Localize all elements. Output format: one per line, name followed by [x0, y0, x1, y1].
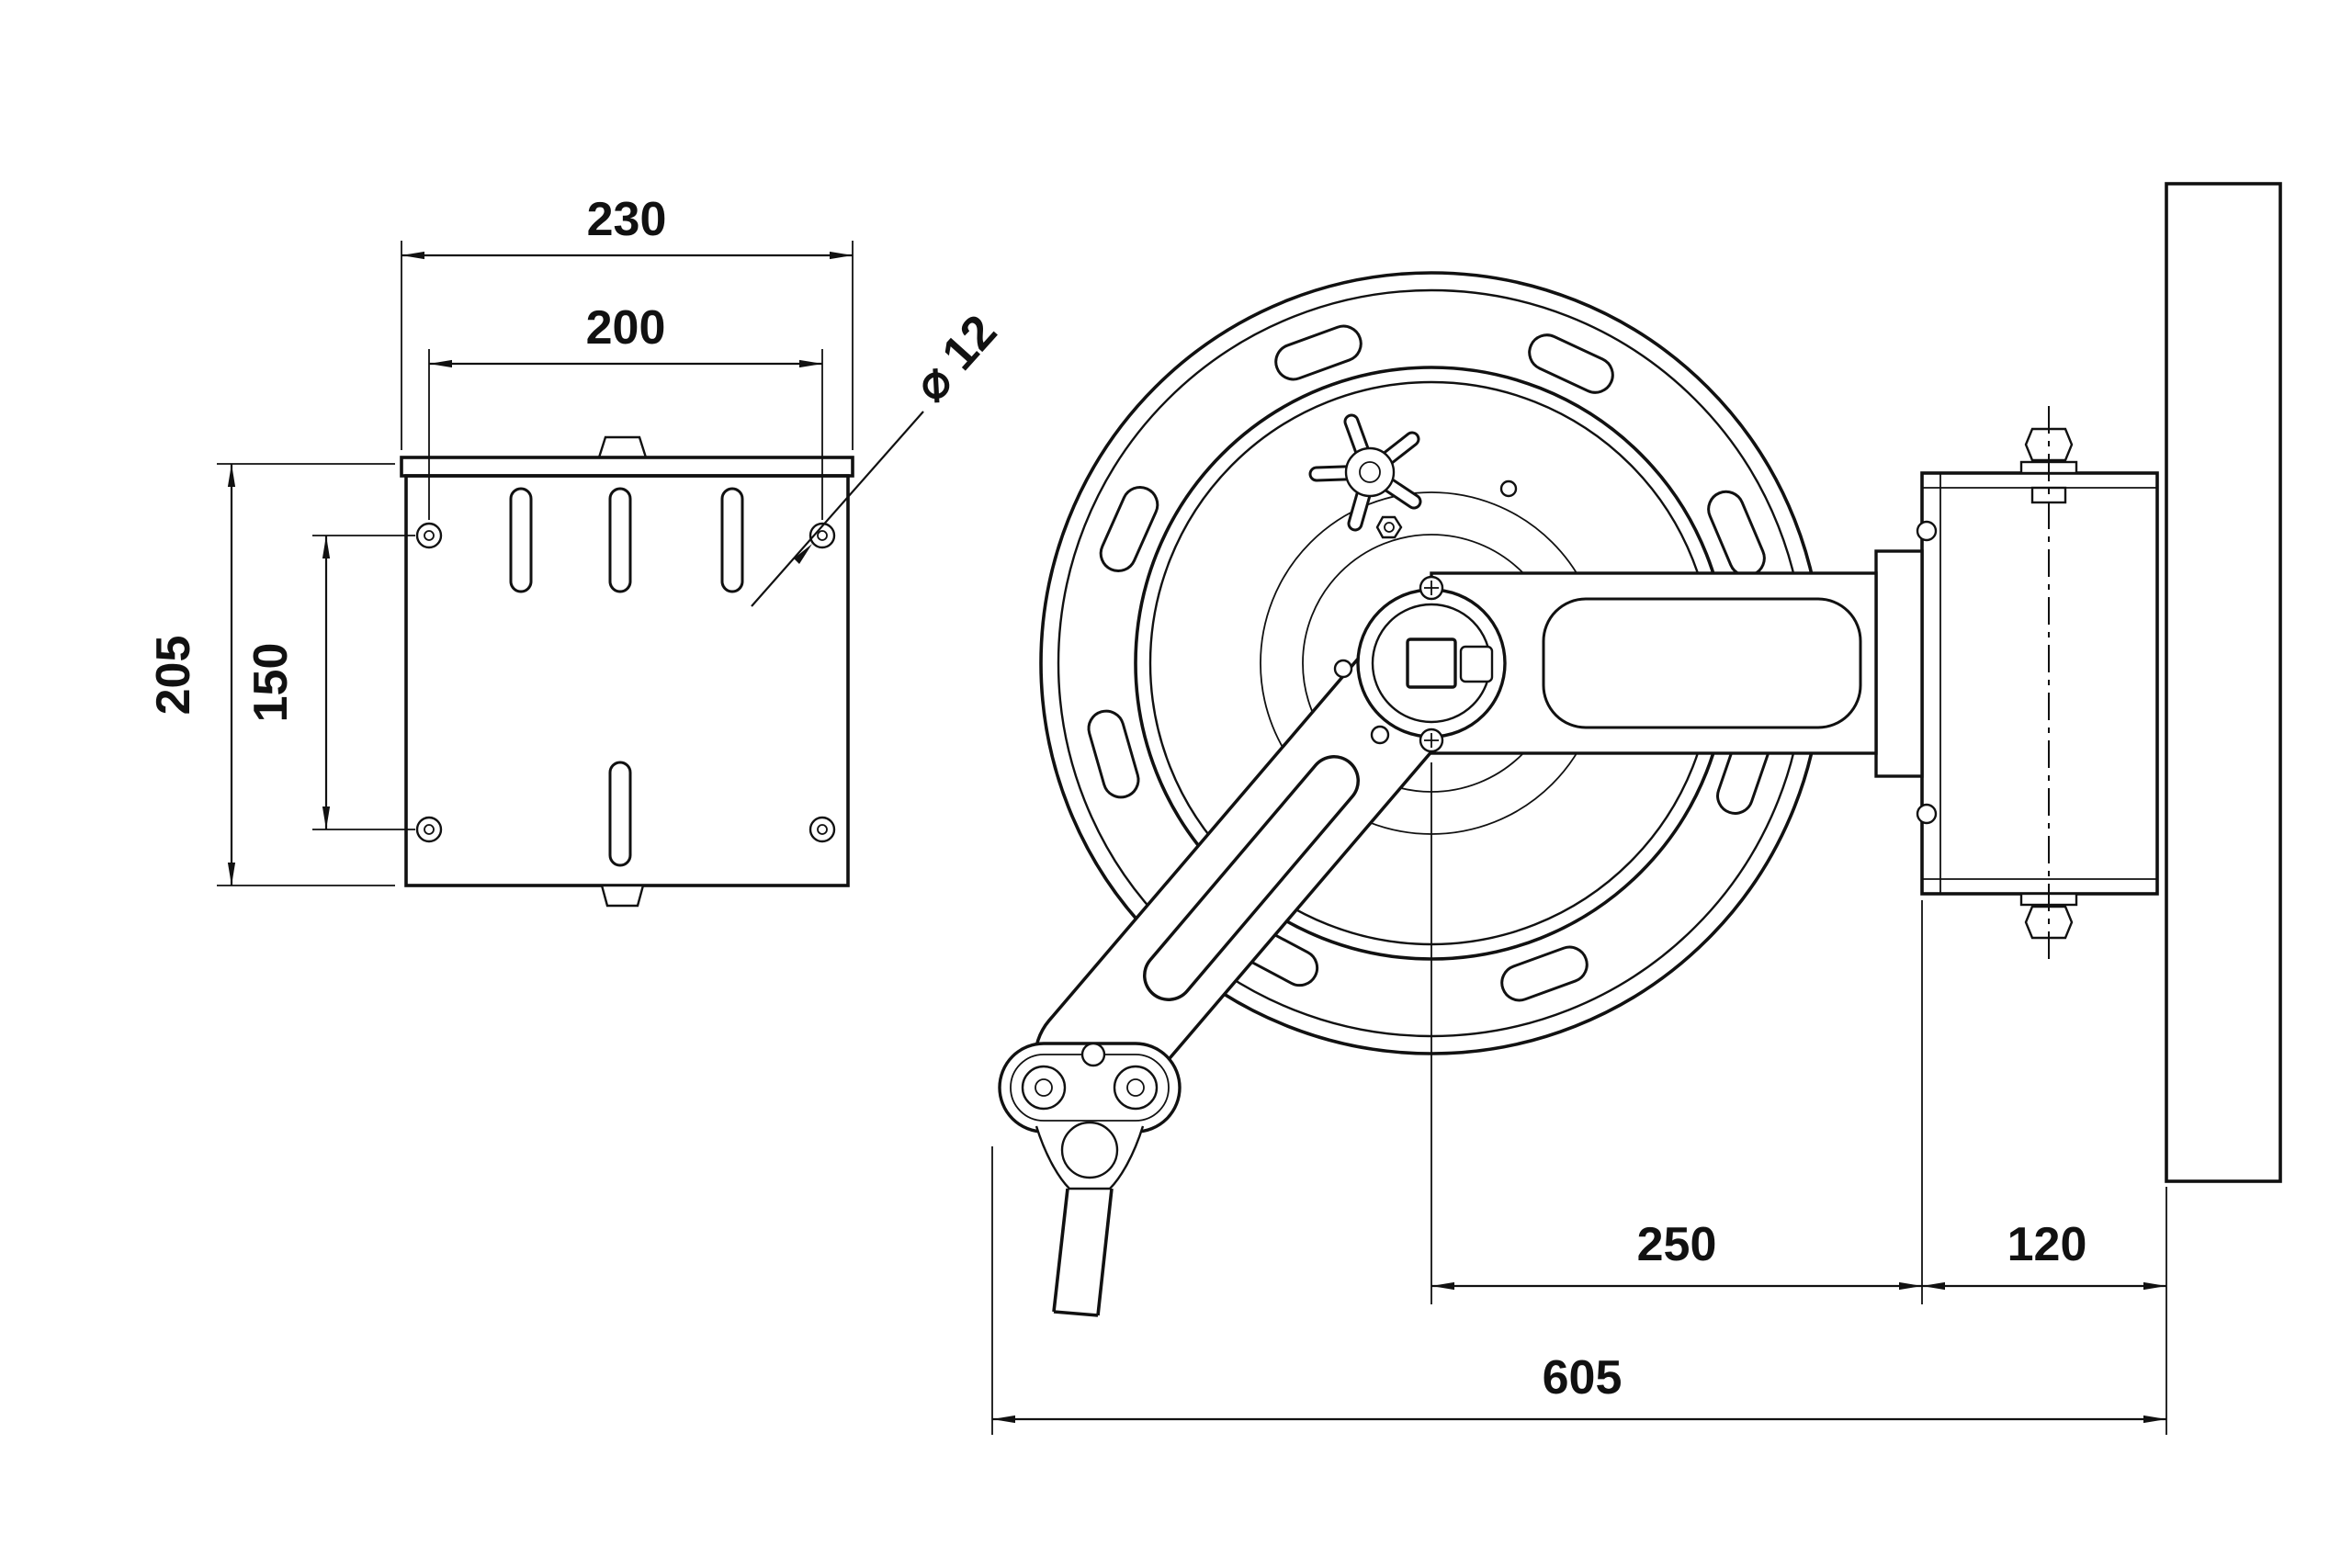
plate-slot [720, 487, 744, 593]
dim-200: 200 [428, 301, 823, 520]
dim-230: 230 [401, 193, 854, 450]
hose-guide-assembly [998, 1042, 1182, 1317]
dim-150-value: 150 [244, 643, 298, 723]
dim-205-value: 205 [147, 636, 200, 716]
dim-200-value: 200 [586, 301, 666, 355]
elbow-screw [1080, 1042, 1106, 1067]
plate-slot [608, 487, 632, 593]
plate-front-view [400, 435, 854, 908]
dim-250: 250 [1430, 762, 1922, 1304]
plate-bolt-holes [415, 522, 836, 843]
mounting-bracket-side [1916, 406, 2159, 963]
plate-flange [400, 456, 854, 478]
plate-slot [608, 761, 632, 867]
plate-top-tab [597, 435, 648, 459]
bracket-pin [1916, 520, 1938, 542]
guide-roller [1113, 1065, 1159, 1111]
guide-roller [1021, 1065, 1067, 1111]
hole-dia-callout: ⌀ 12 [751, 305, 1007, 607]
wall-section [2165, 182, 2282, 1183]
bracket-pin [1916, 803, 1938, 825]
arm-cutout [1542, 597, 1862, 729]
dim-150: 150 [244, 535, 415, 830]
dim-605-value: 605 [1543, 1351, 1623, 1404]
hose-stop [1060, 1121, 1119, 1179]
plate-slot [509, 487, 533, 593]
hose-outlet-funnel [1035, 1125, 1145, 1190]
bracket-body [1920, 471, 2159, 896]
dim-120: 120 [1921, 900, 2167, 1435]
swivel-arm-horizontal [1430, 549, 1924, 778]
hose [1052, 1188, 1114, 1317]
dim-250-value: 250 [1637, 1218, 1717, 1271]
spider-hex-bolt [1375, 515, 1403, 539]
hub-fitting [1459, 645, 1494, 683]
dim-230-value: 230 [587, 193, 667, 246]
dim-120-value: 120 [2007, 1218, 2087, 1271]
hub-square-shaft [1406, 637, 1457, 689]
reel-hub [1333, 575, 1507, 753]
hub-screws [1333, 575, 1444, 753]
swivel-arm-diagonal [1034, 609, 1486, 1118]
hole-dia-value: ⌀ 12 [904, 305, 1007, 412]
arm-end-plate [1874, 549, 1924, 778]
leader-arrow [794, 544, 812, 564]
dim-205: 205 [147, 463, 395, 886]
dim-605: 605 [991, 1146, 2166, 1435]
spring-arbor-spider [1308, 413, 1518, 539]
bracket-top-bolt [2019, 427, 2078, 504]
disc-rivet [1499, 479, 1518, 498]
plate-bottom-tab [600, 884, 645, 908]
